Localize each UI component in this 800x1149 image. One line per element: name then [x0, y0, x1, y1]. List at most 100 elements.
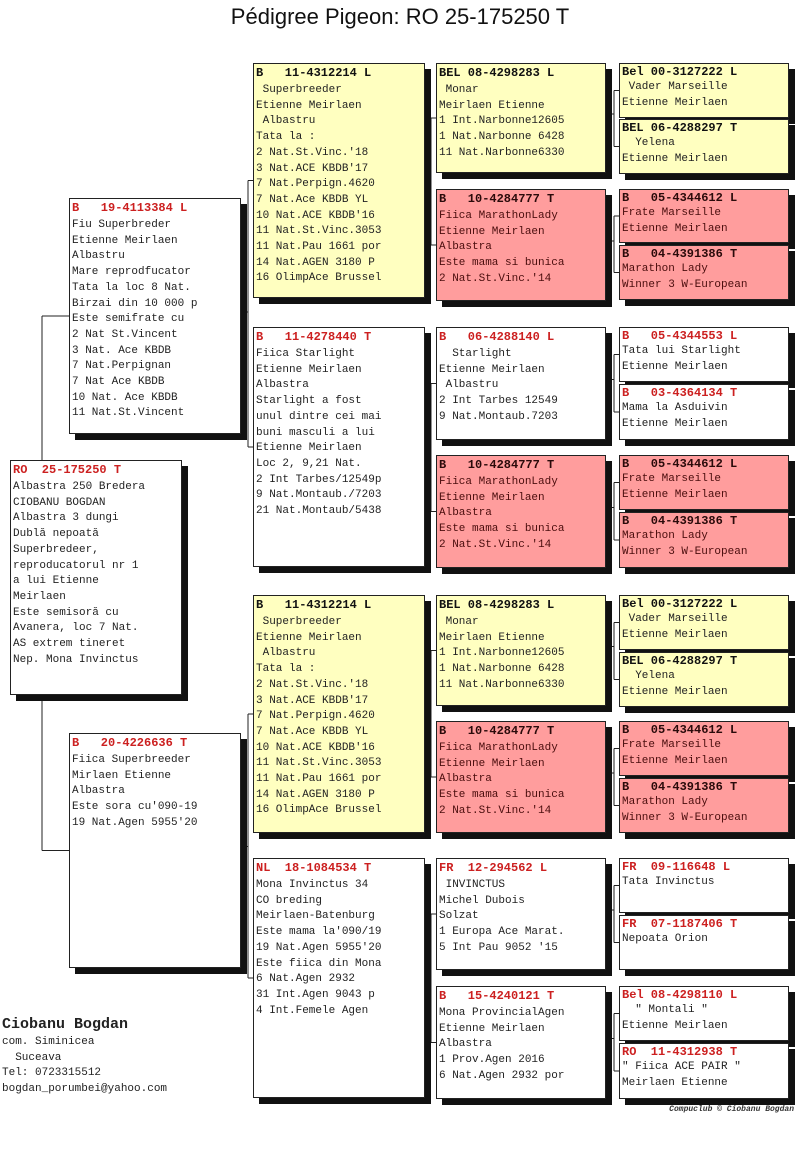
pigeon-info-line: Este semisoră cu: [13, 606, 119, 619]
pigeon-info-line: 14 Nat.AGEN 3180 P: [256, 788, 375, 801]
pigeon-info-line: Etienne Meirlaen: [622, 152, 728, 165]
pigeon-info-line: Superbreeder: [256, 616, 342, 628]
pigeon-info-line: Meirlaen Etienne: [622, 1076, 728, 1089]
pigeon-info-line: 2 Nat.St.Vinc.'14: [439, 804, 552, 817]
ring-number: B 10-4284777 T: [439, 724, 555, 738]
pigeon-info-line: 14 Nat.AGEN 3180 P: [256, 256, 375, 269]
pigeon-info-line: Tata la loc 8 Nat.: [72, 281, 191, 294]
pigeon-info-line: Dublă nepoată: [13, 528, 99, 541]
pigeon-info-line: Este sora cu'090-19: [72, 801, 198, 814]
ring-number: B 15-4240121 T: [439, 989, 555, 1003]
ring-number: B 04-4391386 T: [622, 780, 738, 794]
pigeon-info-line: " Montali ": [622, 1004, 708, 1016]
pigeon-info-line: Etienne Meirlaen: [622, 360, 728, 373]
ring-number: B 06-4288140 L: [439, 330, 555, 344]
pigeon-info-line: 1 Nat.Narbonne 6428: [439, 663, 565, 676]
pigeon-info-line: Etienne Meirlaen: [622, 96, 728, 109]
pigeon-info-line: Meirlaen-Batenburg: [256, 910, 375, 923]
owner-email[interactable]: bogdan_porumbei@yahoo.com: [2, 1082, 168, 1095]
pigeon-info-line: 2 Int Tarbes/12549p: [256, 473, 382, 486]
pigeon-info-line: INVINCTUS: [439, 879, 506, 891]
pigeon-info-line: 1 Prov.Agen 2016: [439, 1054, 545, 1067]
pigeon-info-line: Albastra: [439, 773, 492, 786]
pigeon-info-line: Etienne Meirlaen: [622, 628, 728, 641]
pigeon-info-line: Etienne Meirlaen: [256, 363, 362, 376]
pigeon-info-line: Fiica Superbreeder: [72, 754, 191, 766]
pigeon-info-line: Mirlaen Etienne: [72, 769, 172, 782]
pigeon-info-line: Tata la :: [256, 663, 316, 676]
pigeon-info-line: Solzat: [439, 910, 479, 923]
pigeon-info-line: Albastru: [439, 379, 499, 392]
pigeon-card-ddds[interactable]: Bel 08-4298110 L " Montali "Etienne Meir…: [619, 986, 789, 1041]
owner-phone: Tel: 0723315512: [2, 1067, 102, 1079]
pigeon-info-line: Albastra: [439, 241, 492, 254]
pigeon-info-line: Mama la Asduivin: [622, 402, 728, 414]
pigeon-info-line: 7 Nat.Ace KBDB YL: [256, 725, 369, 738]
pigeon-info-line: Mona ProvincialAgen: [439, 1007, 565, 1019]
pigeon-info-line: Fiica Starlight: [256, 348, 356, 360]
pigeon-info-line: Albastra: [256, 379, 309, 392]
pigeon-info-line: Este mama si bunica: [439, 789, 565, 802]
pigeon-info-line: Etienne Meirlaen: [256, 631, 362, 644]
pigeon-info-line: Marathon Lady: [622, 263, 708, 275]
pigeon-info-line: 2 Int Tarbes 12549: [439, 395, 558, 408]
pigeon-info-line: Nep. Mona Invinctus: [13, 653, 139, 666]
pigeon-info-line: 1 Int.Narbonne12605: [439, 115, 565, 128]
pigeon-info-line: 7 Nat.Perpign.4620: [256, 178, 375, 191]
pigeon-info-line: Winner 3 W-European: [622, 811, 748, 824]
pigeon-info-line: 19 Nat.Agen 5955'20: [256, 941, 382, 954]
ring-number: B 05-4344612 L: [622, 457, 738, 471]
ring-number: B 10-4284777 T: [439, 192, 555, 206]
pigeon-info-line: CO breding: [256, 894, 323, 907]
pigeon-info-line: Winner 3 W-European: [622, 278, 748, 291]
pigeon-info-line: Starlight a fost: [256, 395, 362, 408]
ring-number: FR 12-294562 L: [439, 861, 548, 875]
pigeon-info-line: Etienne Meirlaen: [256, 442, 362, 455]
pigeon-info-line: 1 Nat.Narbonne 6428: [439, 131, 565, 144]
pigeon-info-line: Meirlaen Etienne: [439, 99, 545, 112]
ring-number: B 20-4226636 T: [72, 736, 188, 750]
pigeon-info-line: Superbredeer,: [13, 543, 99, 556]
pigeon-info-line: Monar: [439, 84, 479, 96]
pigeon-info-line: CIOBANU BOGDAN: [13, 496, 106, 509]
ring-number: B 05-4344612 L: [622, 191, 738, 205]
pigeon-info-line: 1 Int.Narbonne12605: [439, 647, 565, 660]
pigeon-info-line: Nepoata Orion: [622, 933, 708, 945]
pigeon-card-dddd[interactable]: RO 11-4312938 T" Fiica ACE PAIR "Meirlae…: [619, 1043, 789, 1099]
pigeon-info-line: Meirlaen: [13, 590, 66, 603]
pigeon-info-line: 4 Int.Femele Agen: [256, 1004, 369, 1017]
pigeon-info-line: Albastra 3 dungi: [13, 512, 119, 525]
pigeon-info-line: Este fiica din Mona: [256, 957, 382, 970]
pigeon-info-line: Marathon Lady: [622, 796, 708, 808]
